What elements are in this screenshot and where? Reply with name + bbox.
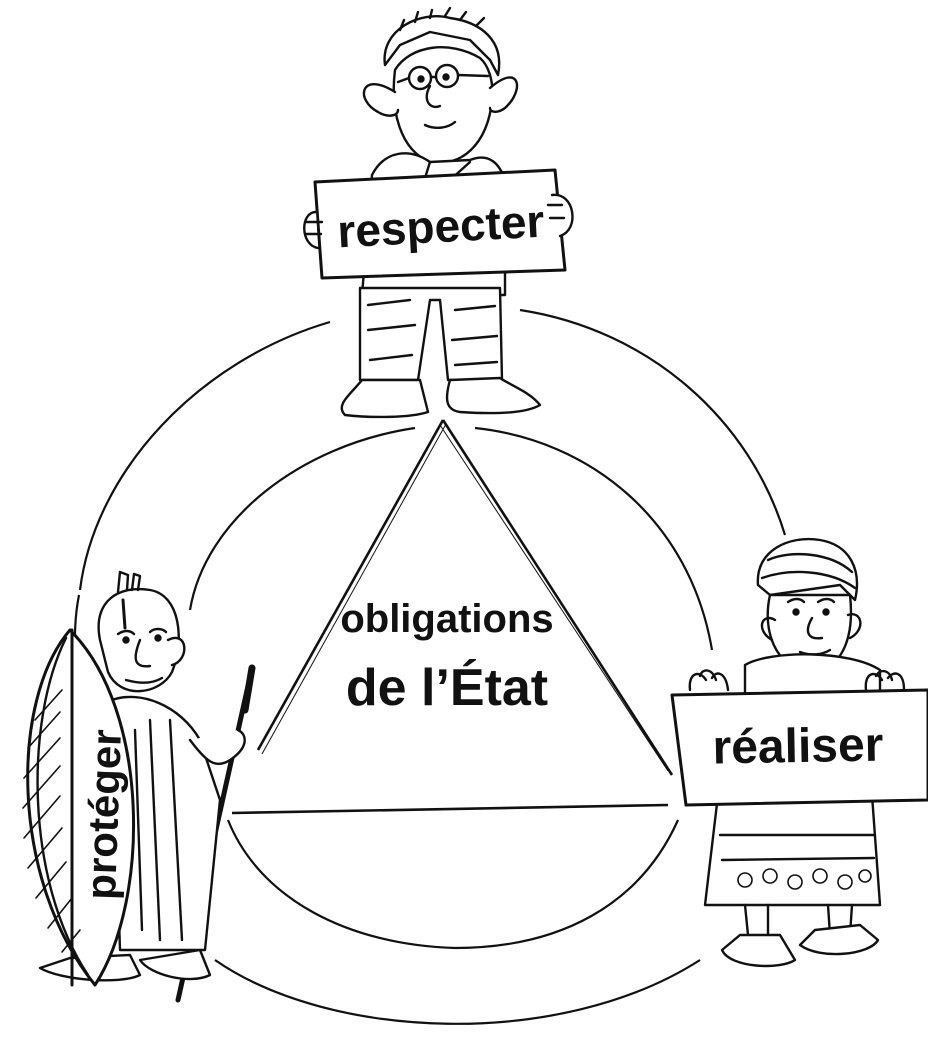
- left-shield-label: protéger: [77, 729, 130, 901]
- right-figure-headwrap: [756, 537, 859, 602]
- right-figure-torso: [743, 653, 882, 702]
- left-figure: [22, 570, 256, 1003]
- left-figure-arm: [188, 728, 246, 766]
- top-figure-left-ear: [362, 83, 400, 117]
- top-figure-trousers: [358, 286, 504, 382]
- top-figure-hair: [383, 15, 501, 77]
- inner-circle: [188, 426, 714, 950]
- top-figure-left-foot: [340, 378, 430, 419]
- top-figure-right-hand: [546, 193, 574, 238]
- right-figure-right-hand: [864, 669, 906, 692]
- left-shield-hatching: [22, 689, 81, 953]
- top-figure: [303, 6, 574, 419]
- right-figure-left-hand: [688, 669, 730, 692]
- right-figure: [670, 537, 928, 968]
- right-sign-label: réaliser: [712, 719, 884, 775]
- center-triangle: [231, 419, 674, 815]
- center-label-line1: obligations: [340, 597, 553, 641]
- top-sign-label: respecter: [336, 195, 546, 258]
- right-sign-board: [670, 688, 928, 807]
- center-label-line2: de l’État: [346, 659, 548, 717]
- top-figure-right-foot: [445, 376, 542, 415]
- top-figure-left-hand: [303, 210, 324, 250]
- left-figure-robe: [110, 695, 222, 952]
- top-sign-board: [313, 168, 567, 280]
- center-label: obligations de l’État: [340, 597, 553, 717]
- top-figure-right-ear: [488, 76, 519, 113]
